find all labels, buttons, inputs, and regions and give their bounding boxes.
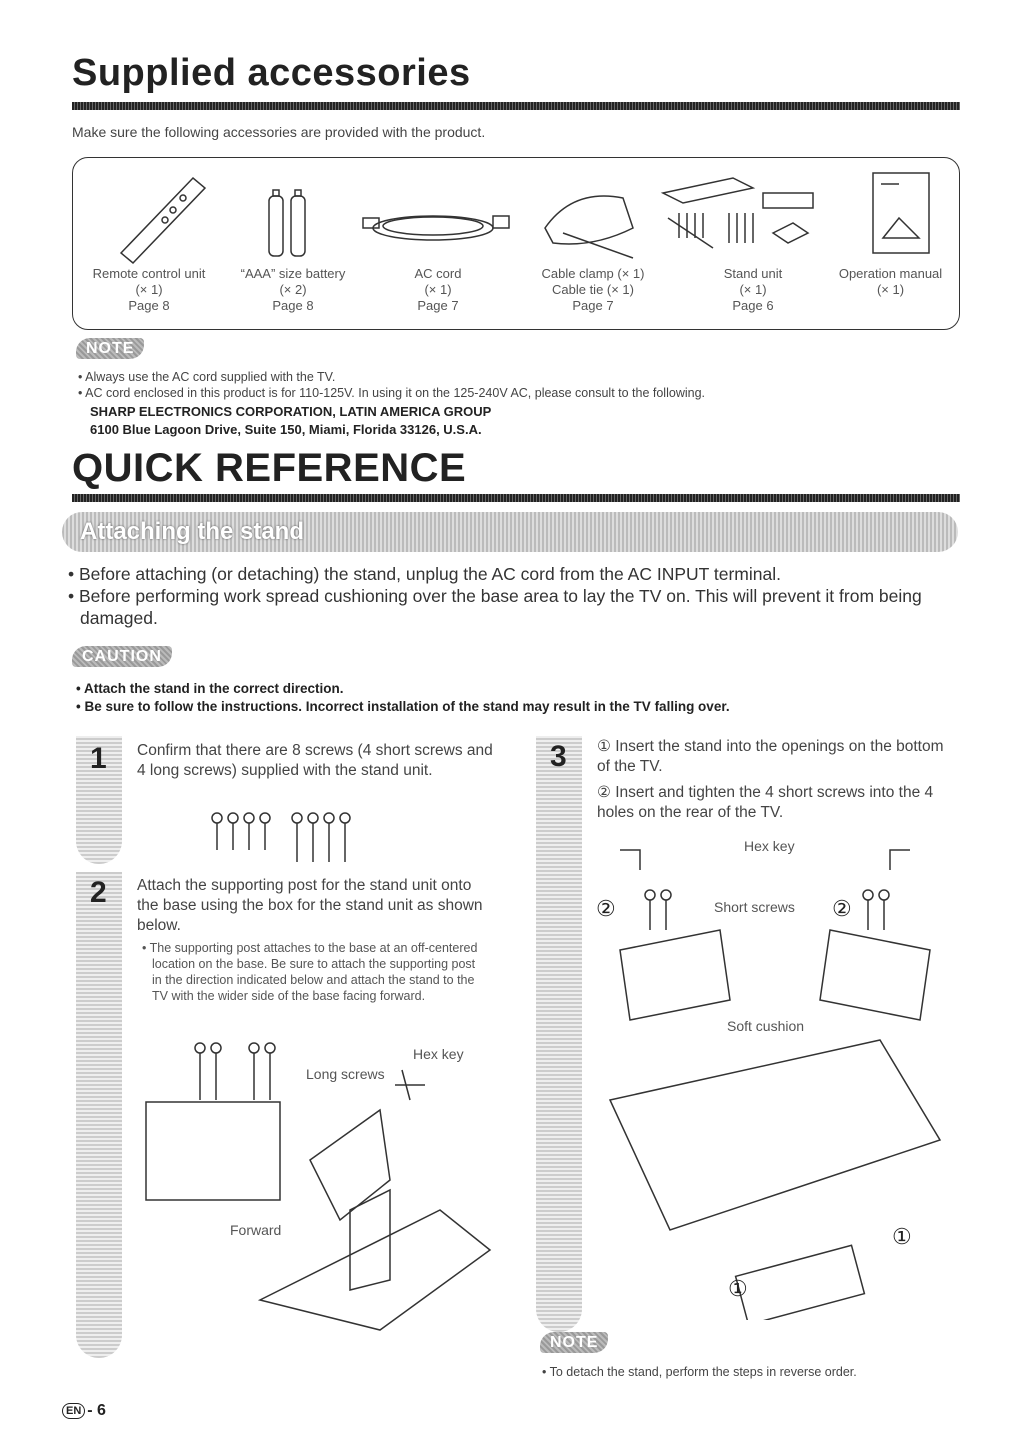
accessory-item: Operation manual (× 1)	[838, 266, 943, 297]
instruction-list: Before attaching (or detaching) the stan…	[64, 563, 944, 629]
section-title: Supplied accessories	[72, 52, 471, 94]
callout-1: ①	[728, 1276, 748, 1301]
callout-1: ①	[892, 1224, 912, 1249]
step-text: Attach the supporting post for the stand…	[137, 877, 483, 934]
page-number: - 6	[87, 1402, 106, 1419]
page-footer: EN - 6	[62, 1402, 106, 1420]
instruction-item: Before attaching (or detaching) the stan…	[64, 563, 944, 585]
caution-list: Attach the stand in the correct directio…	[76, 680, 956, 716]
short-screws-label: Short screws	[714, 899, 795, 915]
screws-illustration	[211, 812, 351, 862]
caution-item: Be sure to follow the instructions. Inco…	[76, 698, 956, 716]
step-text: Confirm that there are 8 screws (4 short…	[137, 742, 493, 779]
step-number: 2	[90, 876, 107, 909]
forward-label: Forward	[230, 1222, 282, 1238]
note-item: AC cord enclosed in this product is for …	[78, 385, 958, 401]
accessory-item: “AAA” size battery (× 2) Page 8	[240, 266, 346, 313]
step-number: 3	[550, 740, 567, 773]
company-name: SHARP ELECTRONICS CORPORATION, LATIN AME…	[90, 404, 492, 419]
accessories-box: Remote control unit (× 1) Page 8 “AAA” s…	[72, 157, 960, 330]
callout-2: ②	[596, 896, 616, 921]
hex-key-label: Hex key	[744, 838, 795, 854]
section-title: QUICK REFERENCE	[72, 446, 467, 490]
accessory-item: Remote control unit (× 1) Page 8	[92, 266, 206, 313]
accessory-item: Cable clamp (× 1) Cable tie (× 1) Page 7	[541, 266, 645, 313]
note-badge: NOTE	[76, 338, 145, 359]
company-address: 6100 Blue Lagoon Drive, Suite 150, Miami…	[90, 422, 482, 437]
accessories-illustrations	[119, 172, 930, 265]
base-assembly-diagram	[145, 1042, 492, 1331]
manual-icon	[872, 172, 930, 254]
remote-icon	[119, 176, 207, 265]
step-bar	[536, 736, 582, 1332]
tv-mount-diagram	[608, 849, 942, 1320]
accessory-item: AC cord (× 1) Page 7	[414, 266, 462, 313]
language-badge: EN	[62, 1403, 86, 1419]
caution-badge: CAUTION	[72, 646, 172, 667]
step-bar	[76, 736, 122, 864]
long-screws-icon	[291, 812, 351, 862]
accessory-item: Stand unit (× 1) Page 6	[723, 266, 783, 313]
ac-cord-icon	[362, 215, 510, 241]
caution-item: Attach the stand in the correct directio…	[76, 680, 956, 698]
stand-icon	[660, 177, 814, 249]
title-rule	[72, 494, 960, 502]
note-badge: NOTE	[540, 1332, 609, 1353]
section-banner: Attaching the stand	[62, 512, 958, 552]
step-text: ② Insert and tighten the 4 short screws …	[597, 784, 934, 821]
step-number: 1	[90, 742, 107, 775]
cable-clamp-icon	[544, 195, 634, 259]
note-item: • To detach the stand, perform the steps…	[542, 1365, 857, 1379]
instruction-item: Before performing work spread cushioning…	[64, 585, 944, 629]
title-rule	[72, 102, 960, 110]
short-screws-icon	[211, 812, 271, 850]
callout-2: ②	[832, 896, 852, 921]
step-subnote: • The supporting post attaches to the ba…	[142, 941, 478, 1003]
soft-cushion-label: Soft cushion	[727, 1018, 805, 1034]
intro-text: Make sure the following accessories are …	[72, 124, 486, 140]
long-screws-label: Long screws	[306, 1066, 385, 1082]
note-list: Always use the AC cord supplied with the…	[78, 369, 958, 401]
hex-key-label: Hex key	[413, 1046, 464, 1062]
step-text: ① Insert the stand into the openings on …	[597, 738, 944, 775]
battery-icon	[268, 189, 306, 257]
step-bar	[76, 872, 122, 1358]
note-item: Always use the AC cord supplied with the…	[78, 369, 958, 385]
